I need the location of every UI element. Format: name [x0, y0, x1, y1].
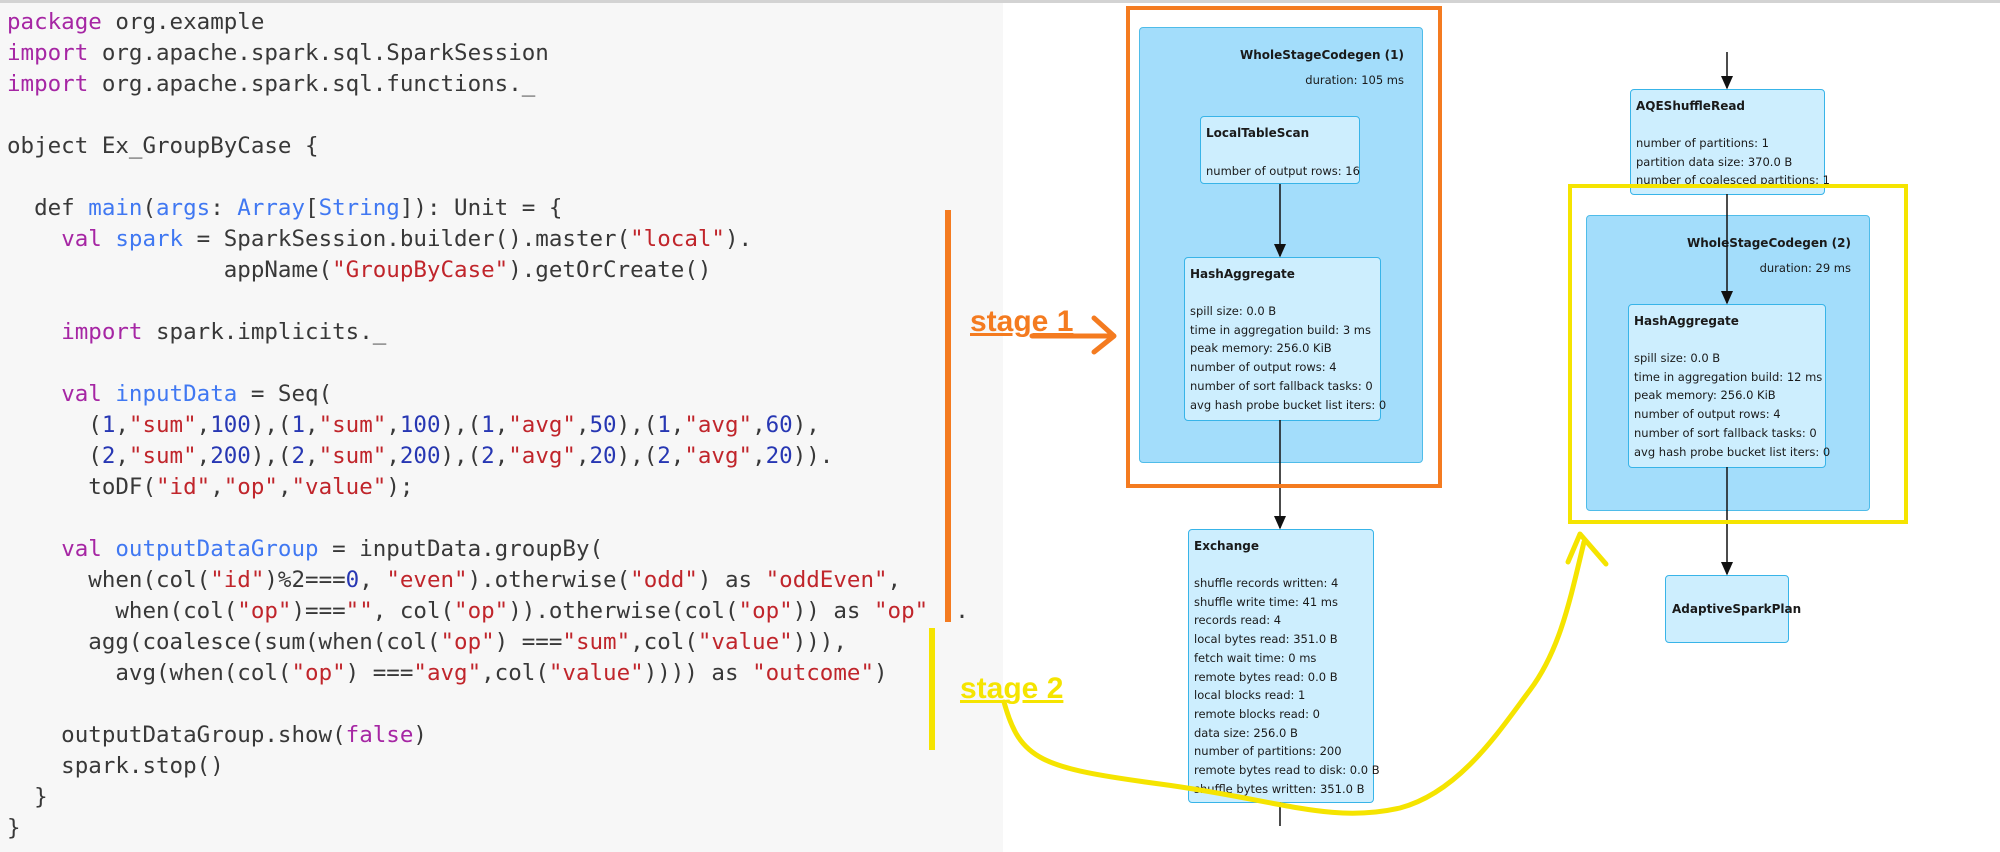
code-line: when(col("id")%2===0, "even").otherwise(… [7, 567, 902, 593]
code-line: package org.example [7, 9, 265, 35]
metric-row: local blocks read: 1 [1194, 688, 1306, 703]
code-line: outputDataGroup.show(false) [7, 722, 427, 748]
node-metrics: shuffle records written: 4 shuffle write … [1194, 574, 1380, 798]
cluster-duration: duration: 105 ms [1305, 73, 1404, 87]
code-line: val outputDataGroup = inputData.groupBy( [61, 536, 604, 562]
metric-row: number of partitions: 1 [1636, 136, 1769, 150]
node-metrics: spill size: 0.0 B time in aggregation bui… [1190, 302, 1386, 414]
node-hashaggregate-2[interactable]: HashAggregate spill size: 0.0 B time in a… [1628, 304, 1830, 468]
metric-row: number of output rows: 4 [1634, 407, 1781, 422]
metric-row: fetch wait time: 0 ms [1194, 650, 1317, 665]
metric-row: remote bytes read: 0.0 B [1194, 669, 1338, 684]
metric-row: remote bytes read to disk: 0.0 B [1194, 763, 1380, 778]
node-adaptivesparkplan[interactable]: AdaptiveSparkPlan [1665, 575, 1801, 643]
code-line [7, 348, 969, 379]
metric-row: shuffle write time: 41 ms [1194, 594, 1338, 609]
code-line: import org.apache.spark.sql.SparkSession [7, 40, 549, 66]
metric-row: data size: 256.0 B [1194, 725, 1298, 740]
code-line: } [7, 784, 48, 810]
code-line: val inputData = Seq( [61, 381, 333, 407]
code-line: spark.stop() [7, 753, 224, 779]
stage2-label: stage 2 [960, 672, 1064, 705]
node-title: Exchange [1194, 539, 1259, 553]
metric-row: spill size: 0.0 B [1634, 351, 1721, 365]
metric-row: peak memory: 256.0 KiB [1190, 341, 1332, 356]
code-line [7, 503, 969, 534]
code-line: avg(when(col("op") ==="avg",col("value")… [7, 660, 888, 686]
metric-row: number of sort fallback tasks: 0 [1190, 378, 1373, 393]
code-line: object Ex_GroupByCase { [7, 133, 319, 159]
cluster-duration: duration: 29 ms [1759, 261, 1851, 275]
code-line: when(col("op")==="", col("op")).otherwis… [7, 598, 969, 624]
metric-row: number of output rows: 16 [1206, 164, 1360, 178]
spark-plan-diagram: WholeStageCodegen (1) duration: 105 ms L… [1003, 3, 2000, 852]
metric-row: time in aggregation build: 12 ms [1634, 369, 1823, 384]
node-metrics: spill size: 0.0 B time in aggregation bui… [1634, 349, 1830, 461]
metric-row: remote blocks read: 0 [1194, 706, 1320, 721]
code-line: agg(coalesce(sum(when(col("op") ==="sum"… [7, 629, 847, 655]
code-editor[interactable]: package org.example import org.apache.spa… [0, 3, 1003, 852]
code-line [7, 162, 969, 193]
metric-row: avg hash probe bucket list iters: 0 [1634, 444, 1831, 459]
metric-row: avg hash probe bucket list iters: 0 [1190, 397, 1387, 412]
code-line [7, 689, 969, 720]
metric-row: spill size: 0.0 B [1190, 304, 1277, 318]
metric-row: shuffle bytes written: 351.0 B [1194, 781, 1365, 796]
metric-row: records read: 4 [1194, 613, 1282, 628]
metric-row: time in aggregation build: 3 ms [1190, 322, 1371, 337]
code-line: def main(args: Array[String]): Unit = { [7, 195, 563, 221]
cluster-title: WholeStageCodegen (2) [1686, 236, 1851, 250]
stage1-label: stage 1 [970, 305, 1074, 338]
code-line: appName("GroupByCase").getOrCreate() [7, 257, 712, 283]
node-metrics: number of output rows: 16 [1206, 162, 1360, 181]
metric-row: peak memory: 256.0 KiB [1634, 388, 1776, 403]
node-metrics: number of partitions: 1 partition data si… [1636, 134, 1830, 190]
metric-row: number of sort fallback tasks: 0 [1634, 425, 1817, 440]
metric-row: number of output rows: 4 [1190, 360, 1337, 375]
metric-row: local bytes read: 351.0 B [1194, 632, 1338, 647]
node-aqeshuffleread[interactable]: AQEShuffleRead number of partitions: 1 pa… [1630, 89, 1830, 195]
code-line: val spark = SparkSession.builder().maste… [61, 226, 753, 252]
node-title: LocalTableScan [1206, 126, 1310, 140]
metric-row: number of partitions: 200 [1194, 744, 1342, 759]
node-title: AQEShuffleRead [1636, 99, 1746, 113]
code-line: import spark.implicits._ [61, 319, 387, 345]
node-localtablescan[interactable]: LocalTableScan number of output rows: 16 [1200, 116, 1360, 184]
cluster-title: WholeStageCodegen (1) [1239, 48, 1404, 62]
code-line: (2,"sum",200),(2,"sum",200),(2,"avg",20)… [7, 443, 834, 469]
metric-row: shuffle records written: 4 [1194, 576, 1339, 590]
node-title: HashAggregate [1634, 314, 1739, 328]
code-line: import org.apache.spark.sql.functions._ [7, 71, 536, 97]
metric-row: partition data size: 370.0 B [1636, 154, 1793, 169]
node-hashaggregate-1[interactable]: HashAggregate spill size: 0.0 B time in a… [1184, 257, 1386, 421]
code-line [7, 286, 969, 317]
top-border [0, 0, 2000, 3]
metric-row: number of coalesced partitions: 1 [1636, 173, 1830, 188]
code-line: (1,"sum",100),(1,"sum",100),(1,"avg",50)… [7, 412, 820, 438]
source-code: package org.example import org.apache.spa… [7, 7, 969, 844]
code-line: toDF("id","op","value"); [7, 474, 414, 500]
code-line [7, 100, 969, 131]
code-line: } [7, 815, 21, 841]
node-title: HashAggregate [1190, 267, 1295, 281]
node-title: AdaptiveSparkPlan [1672, 602, 1802, 616]
